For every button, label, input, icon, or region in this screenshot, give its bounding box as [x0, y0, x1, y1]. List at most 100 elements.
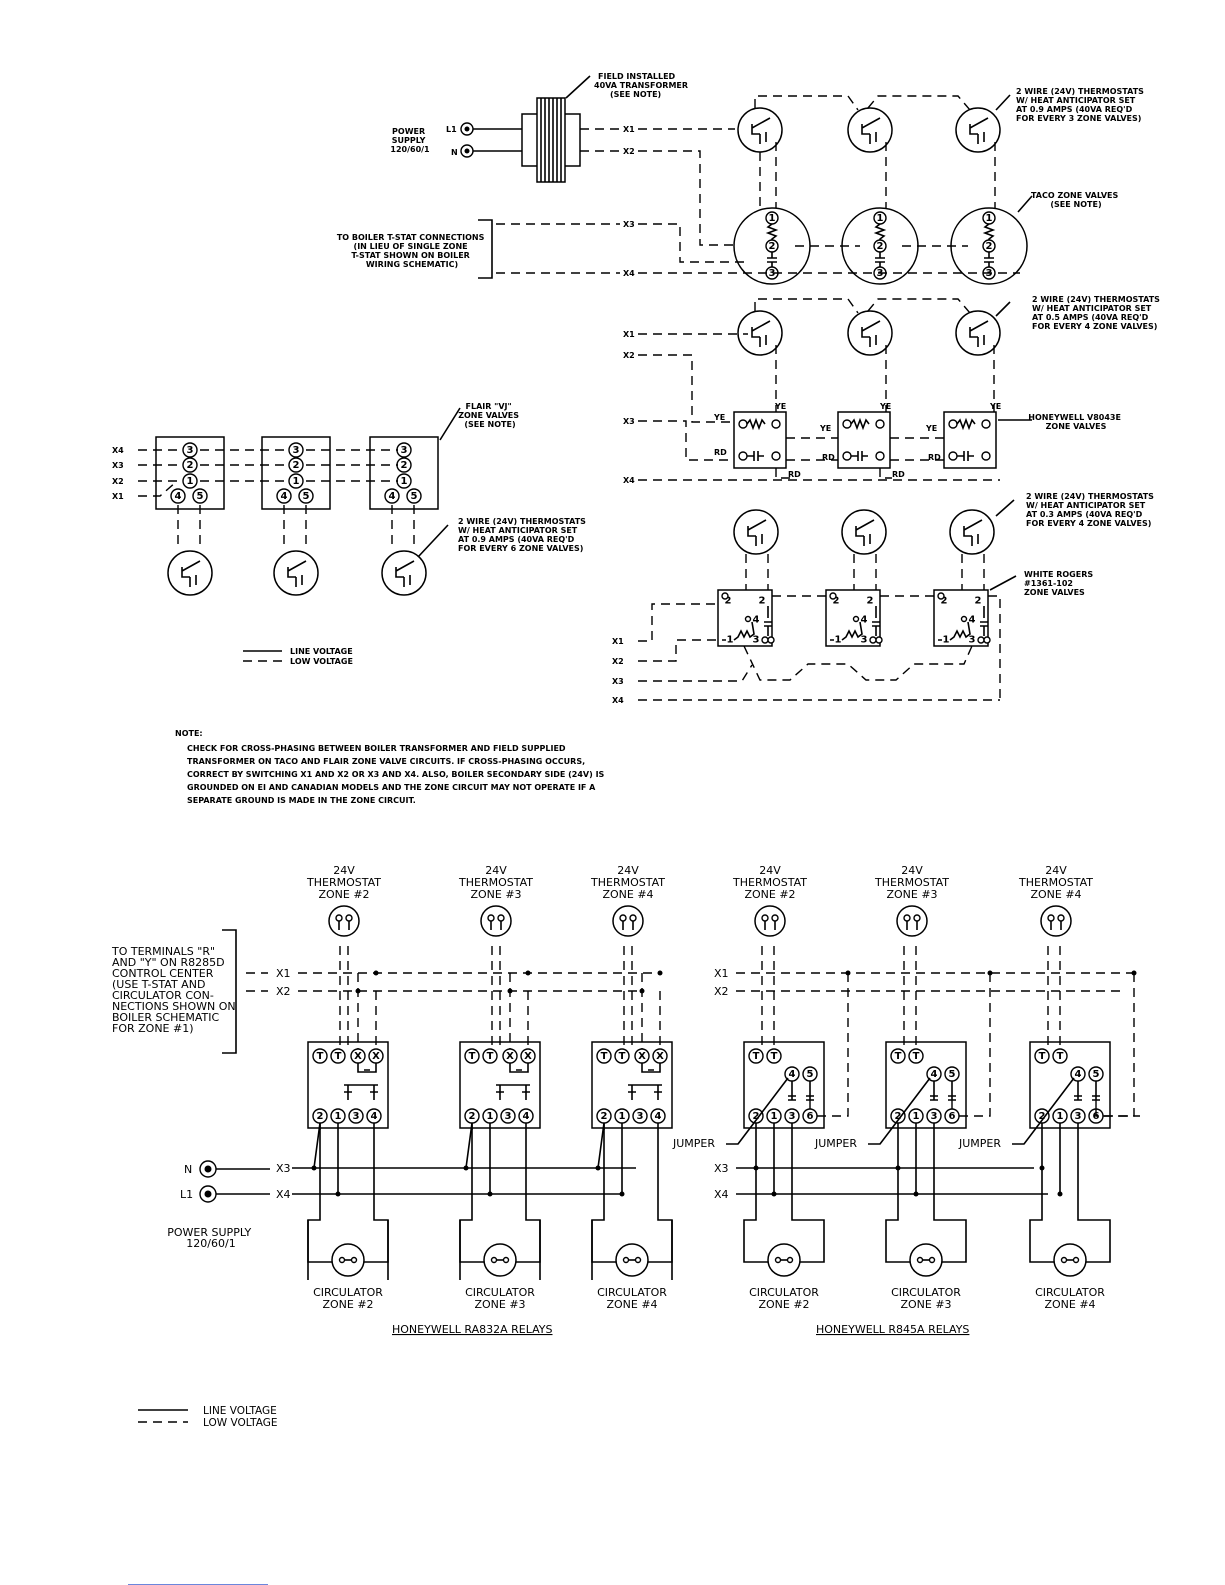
flair-terminal-2 [182, 457, 198, 473]
ra832a-contacts [496, 1063, 530, 1100]
field-transformer [521, 75, 591, 183]
taco-terminal-label: 1 [986, 213, 993, 224]
ra832a-terminal-top-label: T [317, 1051, 324, 1062]
top-legend-line: LINE VOLTAGE [290, 647, 353, 656]
wr-terminal-label: 2 [725, 596, 732, 607]
honeywell-thermostats [737, 310, 1001, 356]
junction-dot [525, 970, 531, 976]
r845a-terminal-4-label: 4 [789, 1069, 796, 1080]
thermostat-leads [906, 921, 918, 930]
l1-label-bottom: L1 [180, 1188, 193, 1201]
terminals-label: TO TERMINALS "R" AND "Y" ON R8285D CONTR… [111, 945, 239, 1035]
thermostat-zone: ZONE #2 [318, 888, 369, 901]
taco-coil-icon [765, 223, 779, 240]
flair-terminal-label: 4 [281, 491, 288, 502]
junction-dot [1131, 970, 1137, 976]
ra832a-circulator-wires [307, 1123, 389, 1280]
thermostat-leads [764, 921, 776, 930]
wr-switch-icon [872, 606, 880, 636]
wr-terminal-label: 3 [861, 635, 868, 646]
ra832a-terminal-top-label: T [469, 1051, 476, 1062]
wire-x4-top: X4 [623, 269, 635, 278]
taco-terminal-label: 2 [986, 241, 993, 252]
ra832a-x-wires [357, 973, 377, 1049]
junction-dot [845, 970, 851, 976]
ra832a-x-wires [509, 973, 529, 1049]
wire-x2-flair: X2 [112, 477, 124, 486]
hw-coil-icon [956, 417, 976, 431]
hw-terminal [842, 419, 852, 429]
ra832a-terminal-bottom-label: 4 [523, 1111, 530, 1122]
wr-thermostat-label: 2 WIRE (24V) THERMOSTATS W/ HEAT ANTICIP… [1026, 492, 1157, 528]
power-supply-bottom: POWER SUPPLY 120/60/1 [167, 1226, 254, 1250]
wr-contact [875, 636, 883, 644]
thermostat-voltage: 24V [485, 864, 507, 877]
wr-terminal-label: 2 [759, 596, 766, 607]
r845a-jumper-label: JUMPER [958, 1137, 1001, 1150]
junction-dot [311, 1165, 317, 1171]
hw-terminal [948, 451, 958, 461]
ra832a-circ-leads [307, 1220, 389, 1263]
wire-x1-hw: X1 [623, 330, 635, 339]
r845a-terminal-bottom-label: 2 [753, 1111, 760, 1122]
ra832a-terminal-bottom [500, 1108, 516, 1124]
ra832a-tstat-wires [623, 946, 633, 1049]
thermostat-contact [761, 914, 769, 922]
ra832a-terminal-top-label: X [372, 1051, 380, 1062]
r845a-line-wires [1041, 1123, 1061, 1194]
r845a-x1-link [817, 973, 849, 1117]
circulator-title: CIRCULATOR [749, 1286, 819, 1299]
flair-terminal-1 [182, 473, 198, 489]
flair-terminal-4 [384, 488, 400, 504]
ra832a-terminal-top-label: X [506, 1051, 514, 1062]
ra832a-terminal-top [596, 1048, 612, 1064]
r845a-terminal-4-label: 4 [931, 1069, 938, 1080]
wr-terminal-label: 3 [969, 635, 976, 646]
circulator-zone: ZONE #3 [474, 1298, 525, 1311]
thermostat-voltage: 24V [617, 864, 639, 877]
wire-x3-wr: X3 [612, 677, 624, 686]
thermostat-title: THERMOSTAT [306, 876, 381, 889]
junction-dot [771, 1191, 777, 1197]
wr-terminal-label: 4 [969, 615, 976, 626]
thermostat-voltage: 24V [901, 864, 923, 877]
circulator-contact [916, 1256, 924, 1264]
junction-dot [619, 1191, 625, 1197]
ra832a-terminal-top [614, 1048, 630, 1064]
r845a-contacts [1074, 1081, 1100, 1101]
ra832a-title: HONEYWELL RA832A RELAYS [392, 1323, 553, 1336]
flair-terminal-label: 3 [401, 445, 408, 456]
ra832a-line-wires [313, 1122, 339, 1194]
hw-terminal [875, 451, 885, 461]
wire-x4-hw: X4 [623, 476, 635, 485]
r845a-tstat-wires [761, 946, 775, 1049]
ye-label-6: YE [989, 402, 1001, 411]
thermostat-contact [619, 914, 627, 922]
r845a-terminal-bottom-label: 6 [807, 1111, 814, 1122]
hw-terminal [948, 419, 958, 429]
r845a-line-wires [897, 1123, 917, 1194]
circulator-zone: ZONE #2 [758, 1298, 809, 1311]
taco-terminal-label: 2 [877, 241, 884, 252]
hw-terminal [738, 419, 748, 429]
r845a-terminal-top [748, 1048, 764, 1064]
wr-contact [829, 592, 837, 600]
wr-contact [767, 636, 775, 644]
thermostat-contact [345, 914, 353, 922]
top-legend-low: LOW VOLTAGE [290, 657, 353, 666]
hw-terminal [842, 451, 852, 461]
bottom-wire-x1-left: X1 [276, 967, 291, 980]
r845a-terminal-bottom-label: 2 [1039, 1111, 1046, 1122]
flair-thermostats [167, 550, 427, 596]
circulator-contact [502, 1256, 510, 1264]
ra832a-terminal-top-label: T [335, 1051, 342, 1062]
wr-contact [852, 615, 860, 623]
ra832a-circ-leads [591, 1220, 673, 1263]
